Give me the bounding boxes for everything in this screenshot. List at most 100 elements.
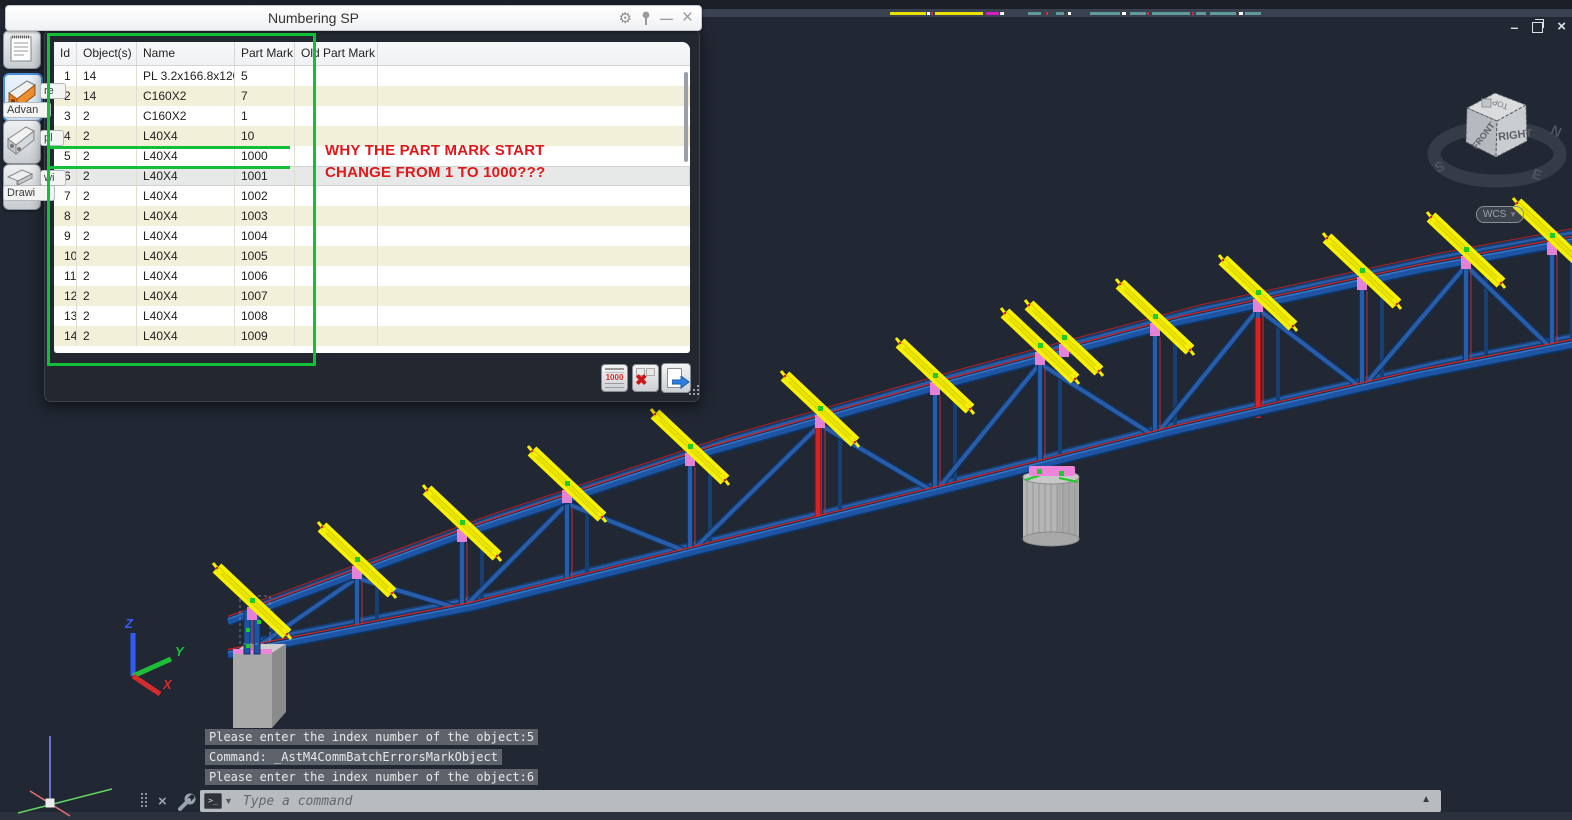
table-cell — [295, 166, 378, 186]
dialog-resize-grip[interactable] — [689, 385, 701, 399]
command-input-placeholder[interactable]: Type a command — [242, 793, 353, 809]
table-scrollbar[interactable] — [684, 72, 688, 162]
palette-tool-notepad[interactable] — [3, 30, 41, 69]
annotation-green-line — [50, 166, 290, 169]
table-cell — [295, 326, 378, 346]
table-cell: 14 — [54, 326, 77, 346]
column-header[interactable] — [378, 42, 690, 65]
window-top-strip — [0, 0, 1572, 9]
status-bar — [0, 812, 1572, 820]
column-header[interactable]: Object(s) — [77, 42, 137, 65]
dialog-minimize-icon[interactable]: — — [659, 10, 673, 26]
palette-label-fragment: Advan — [3, 102, 51, 118]
column-header[interactable]: Id — [54, 42, 77, 65]
window-restore-button[interactable] — [1532, 18, 1545, 33]
viewcube[interactable]: S E N TOP FRONT RIGHT — [1420, 75, 1572, 235]
table-cell: 1005 — [235, 246, 295, 266]
dialog-settings-icon[interactable]: ⚙ — [618, 10, 632, 27]
command-history-line: Command: _AstM4CommBatchErrorsMarkObject — [205, 749, 502, 765]
bracket-icon — [636, 368, 645, 376]
table-cell: 7 — [54, 186, 77, 206]
table-cell — [295, 266, 378, 286]
palette-tool-beam[interactable] — [3, 120, 41, 164]
blue-arrow-icon — [672, 376, 690, 389]
dialog-close-icon[interactable]: × — [681, 7, 693, 28]
window-minimize-button[interactable]: – — [1510, 19, 1519, 35]
column-header[interactable]: Part Mark — [235, 42, 295, 65]
delete-marks-button[interactable]: ✖ — [632, 364, 659, 392]
table-cell: 12 — [54, 286, 77, 306]
table-cell: 2 — [77, 186, 137, 206]
renumber-button[interactable]: 1000 — [601, 364, 628, 392]
table-cell: L40X4 — [137, 326, 235, 346]
dialog-pin-icon[interactable] — [641, 10, 651, 27]
table-cell: 10 — [235, 126, 295, 146]
compass-east[interactable]: E — [1530, 165, 1544, 183]
table-cell: L40X4 — [137, 246, 235, 266]
table-cell: 2 — [77, 206, 137, 226]
table-cell — [295, 226, 378, 246]
table-cell — [378, 286, 690, 306]
table-cell: 1 — [54, 66, 77, 86]
table-cell — [378, 326, 690, 346]
table-cell: 1 — [235, 106, 295, 126]
export-button[interactable] — [661, 363, 691, 393]
table-cell: L40X4 — [137, 126, 235, 146]
command-prompt-icon: >_ — [204, 793, 222, 809]
table-cell: 4 — [54, 126, 77, 146]
svg-text:Y: Y — [175, 644, 185, 659]
table-cell — [295, 106, 378, 126]
commandbar-drag-handle[interactable] — [141, 793, 151, 811]
command-input-bar[interactable]: >_ ▼ Type a command ▲ — [200, 790, 1441, 812]
table-cell — [295, 246, 378, 266]
command-expand-icon[interactable]: ▲ — [1421, 794, 1431, 805]
chevron-down-icon[interactable]: ▼ — [224, 796, 233, 806]
commandbar-close-icon[interactable]: × — [158, 793, 167, 810]
table-cell: 2 — [77, 306, 137, 326]
table-cell: L40X4 — [137, 226, 235, 246]
viewcube-corner[interactable] — [1481, 98, 1492, 108]
table-cell: 1008 — [235, 306, 295, 326]
table-cell: 2 — [77, 126, 137, 146]
table-cell: 1002 — [235, 186, 295, 206]
table-cell: 9 — [54, 226, 77, 246]
table-cell — [378, 266, 690, 286]
table-cell: 7 — [235, 86, 295, 106]
renumber-icon — [605, 368, 624, 373]
table-cell — [295, 146, 378, 166]
window-close-button[interactable]: × — [1557, 18, 1566, 35]
table-cell: 2 — [77, 246, 137, 266]
svg-text:X: X — [162, 677, 173, 692]
viewcube-face-right[interactable] — [1495, 104, 1528, 158]
table-cell — [378, 226, 690, 246]
wcs-dropdown[interactable]: WCS ▼ — [1476, 206, 1524, 223]
numbering-dialog-titlebar[interactable]: Numbering SP ⚙ — × — [5, 5, 702, 31]
viewcube-face-front[interactable] — [1465, 107, 1498, 158]
table-cell: 3 — [54, 106, 77, 126]
table-cell — [295, 126, 378, 146]
column-header[interactable]: Name — [137, 42, 235, 65]
table-cell: L40X4 — [137, 286, 235, 306]
chevron-down-icon: ▼ — [1509, 210, 1518, 219]
customize-wrench-icon[interactable] — [176, 793, 196, 813]
column-header[interactable]: Old Part Mark — [295, 42, 378, 65]
table-cell — [295, 186, 378, 206]
table-cell — [378, 86, 690, 106]
